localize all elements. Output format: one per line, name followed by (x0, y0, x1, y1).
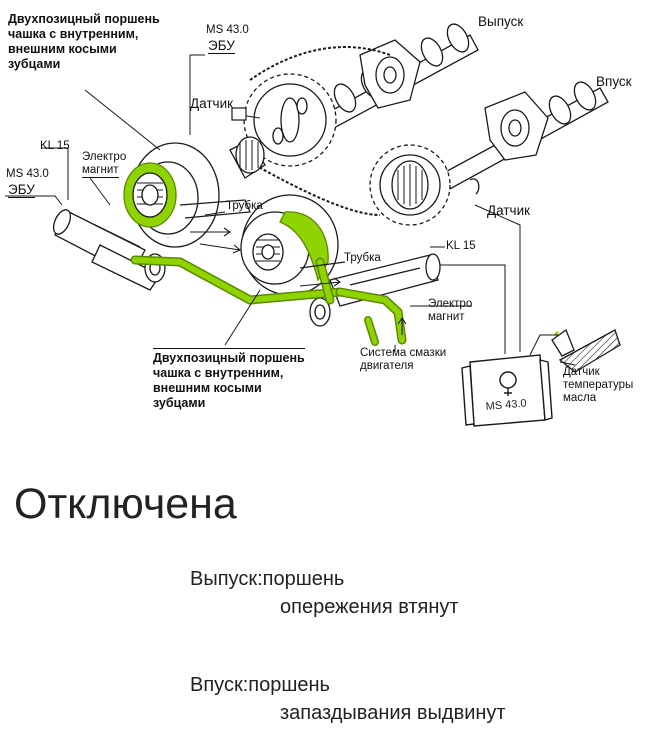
label-sensor-top: Датчик (190, 96, 234, 111)
oil-temp-sensor (551, 328, 621, 373)
leader-lines (5, 54, 576, 366)
label-piston-top-line1: Двухпозицный поршень (8, 12, 160, 26)
ecu-box (461, 354, 553, 427)
label-piston-top-line2: чашка с внутренним, (8, 27, 139, 41)
state-intake: Впуск:поршень (190, 672, 330, 698)
vanos-drawing: MS 43.0 (5, 23, 621, 427)
label-piston-bottom-line4: зубцами (153, 396, 206, 410)
label-lube-system: Система смазки двигателя (360, 347, 446, 373)
timing-chain (249, 46, 391, 81)
sensor-top-element (231, 107, 247, 121)
label-exhaust: Выпуск (478, 14, 524, 29)
intake-sprocket (369, 144, 451, 226)
state-exhaust-line1: поршень (262, 568, 345, 590)
label-lube-line1: Система смазки (360, 347, 447, 359)
label-ecu-left: ЭБУ (8, 182, 35, 198)
label-electromagnet-left: Электро магнит (82, 151, 126, 178)
state-exhaust: Выпуск:поршень (190, 566, 344, 592)
exhaust-sprocket (243, 73, 337, 167)
label-piston-top: Двухпозицный поршень чашка с внутренним,… (8, 12, 160, 72)
state-intake-line2: запаздывания выдвинут (280, 702, 506, 724)
flow-arrows (190, 227, 407, 335)
label-electromagnet-right-line2: магнит (428, 311, 465, 323)
label-kl15-left: KL 15 (40, 140, 70, 152)
state-intake-label: Впуск: (190, 674, 249, 696)
intake-camshaft (439, 81, 609, 195)
label-piston-top-line4: зубцами (8, 57, 61, 71)
label-intake: Впуск (596, 74, 632, 89)
label-oil-temp-sensor: Датчик температуры масла (563, 366, 633, 405)
oil-lines (130, 255, 407, 346)
state-exhaust-line2: опережения втянут (280, 596, 459, 618)
label-oil-temp-line2: температуры (563, 379, 634, 391)
label-sensor-right: Датчик (487, 203, 531, 218)
status-title: Отключена (14, 480, 237, 528)
state-exhaust-label: Выпуск: (190, 568, 263, 590)
label-piston-bottom-line2: чашка с внутренним, (153, 366, 284, 380)
label-electromagnet-left-line1: Электро (82, 151, 127, 163)
vanos-unit-intake (240, 194, 339, 296)
label-piston-bottom-line3: внешним косыми (153, 381, 262, 395)
label-oil-temp-line3: масла (563, 392, 597, 404)
exhaust-camshaft (299, 23, 479, 143)
label-piston-bottom-line1: Двухпозицный поршень (153, 351, 305, 365)
vanos-unit-exhaust (123, 136, 266, 248)
label-ms430-left: MS 43.0 (6, 168, 49, 180)
label-electromagnet-left-line2: магнит (82, 164, 119, 178)
label-piston-top-line3: внешним косыми (8, 42, 117, 56)
solenoid-left (52, 209, 166, 291)
label-kl15-right: KL 15 (446, 240, 476, 252)
label-ecu-top: ЭБУ (208, 38, 235, 54)
ecu-box-label: MS 43.0 (485, 397, 527, 413)
label-piston-bottom: Двухпозицный поршень чашка с внутренним,… (153, 348, 305, 411)
tubes (179, 199, 346, 269)
label-tube-left: Трубка (226, 200, 263, 212)
label-electromagnet-right-line1: Электро (428, 298, 473, 310)
label-tube-mid: Трубка (344, 252, 381, 264)
state-intake-line1: поршень (248, 674, 330, 696)
vanos-diagram: MS 43.0 Двухпозицный поршень чашка с вну… (5, 12, 633, 427)
label-ms430-top: MS 43.0 (206, 24, 249, 36)
label-electromagnet-right: Электро магнит (428, 298, 472, 324)
label-oil-temp-line1: Датчик (563, 366, 600, 378)
label-lube-line2: двигателя (360, 360, 414, 372)
